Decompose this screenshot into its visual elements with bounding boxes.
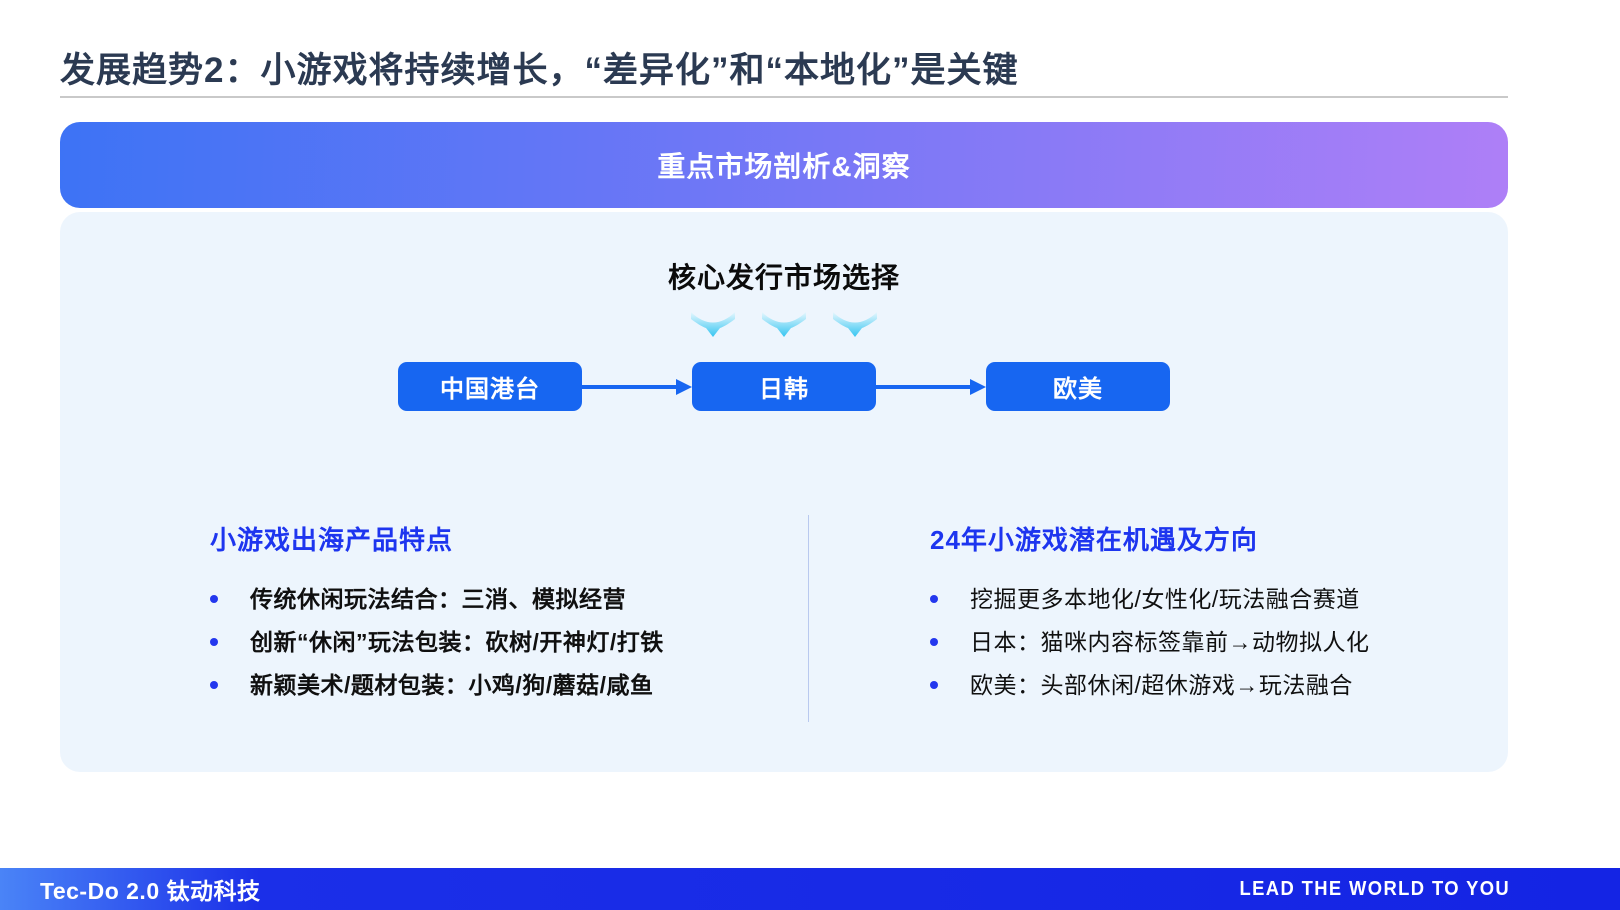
market-step-cn-hk-tw: 中国港台 — [398, 362, 582, 411]
market-heading: 核心发行市场选择 — [667, 262, 900, 293]
column-divider — [808, 515, 809, 722]
bullet-dot — [210, 595, 218, 603]
bullet-dot — [210, 638, 218, 647]
bullet-dot — [930, 595, 938, 603]
right-arrow-icon — [582, 378, 692, 395]
bullet-text: 创新“休闲”玩法包装：砍树/开神灯/打铁 — [250, 629, 664, 656]
bullet-text: 欧美：头部休闲/超休游戏→玩法融合 — [970, 672, 1353, 699]
down-arrow-icon — [691, 312, 735, 337]
column-opportunities: 24年小游戏潜在机遇及方向 挖掘更多本地化/女性化/玩法融合赛道 日本：猫咪内容… — [930, 520, 1550, 716]
bullet-text: 新颖美术/题材包装：小鸡/狗/蘑菇/咸鱼 — [250, 672, 654, 699]
list-item: 传统休闲玩法结合：三消、模拟经营 — [210, 587, 830, 611]
list-item: 日本：猫咪内容标签靠前→动物拟人化 — [930, 630, 1550, 654]
bullet-text: 传统休闲玩法结合：三消、模拟经营 — [250, 586, 626, 612]
right-arrow-icon — [876, 378, 986, 395]
content-panel: 核心发行市场选择 中国港台 日韩 — [60, 212, 1508, 772]
column-product-features: 小游戏出海产品特点 传统休闲玩法结合：三消、模拟经营 创新“休闲”玩法包装：砍树… — [210, 520, 830, 716]
bullet-list: 传统休闲玩法结合：三消、模拟经营 创新“休闲”玩法包装：砍树/开神灯/打铁 新颖… — [210, 587, 830, 697]
list-item: 欧美：头部休闲/超休游戏→玩法融合 — [930, 673, 1550, 697]
column-heading: 24年小游戏潜在机遇及方向 — [930, 525, 1258, 555]
down-arrows-row — [60, 310, 1508, 338]
market-steps-row: 中国港台 日韩 欧美 — [60, 362, 1508, 411]
section-banner: 重点市场剖析&洞察 — [60, 122, 1508, 208]
down-arrow-icon — [833, 312, 877, 337]
title-divider — [60, 96, 1508, 98]
bullet-dot — [210, 681, 218, 690]
bullet-text: 挖掘更多本地化/女性化/玩法融合赛道 — [970, 586, 1360, 612]
footer-bar: Tec-Do 2.0 钛动科技 LEAD THE WORLD TO YOU — [0, 868, 1620, 910]
footer-slogan: LEAD THE WORLD TO YOU — [1239, 877, 1510, 900]
bullet-list: 挖掘更多本地化/女性化/玩法融合赛道 日本：猫咪内容标签靠前→动物拟人化 欧美：… — [930, 587, 1550, 697]
bullet-dot — [930, 681, 938, 690]
bullet-text: 日本：猫咪内容标签靠前→动物拟人化 — [970, 629, 1370, 656]
list-item: 挖掘更多本地化/女性化/玩法融合赛道 — [930, 587, 1550, 611]
list-item: 新颖美术/题材包装：小鸡/狗/蘑菇/咸鱼 — [210, 673, 830, 697]
market-step-jp-kr: 日韩 — [692, 362, 876, 411]
column-heading: 小游戏出海产品特点 — [210, 525, 454, 555]
down-arrow-icon — [762, 312, 806, 337]
market-step-us-eu: 欧美 — [986, 362, 1170, 411]
bullet-dot — [930, 638, 938, 647]
section-banner-label: 重点市场剖析&洞察 — [657, 151, 911, 182]
list-item: 创新“休闲”玩法包装：砍树/开神灯/打铁 — [210, 630, 830, 654]
footer-brand: Tec-Do 2.0 钛动科技 — [40, 878, 261, 904]
page-title: 发展趋势2：小游戏将持续增长，“差异化”和“本地化”是关键 — [60, 51, 1019, 90]
